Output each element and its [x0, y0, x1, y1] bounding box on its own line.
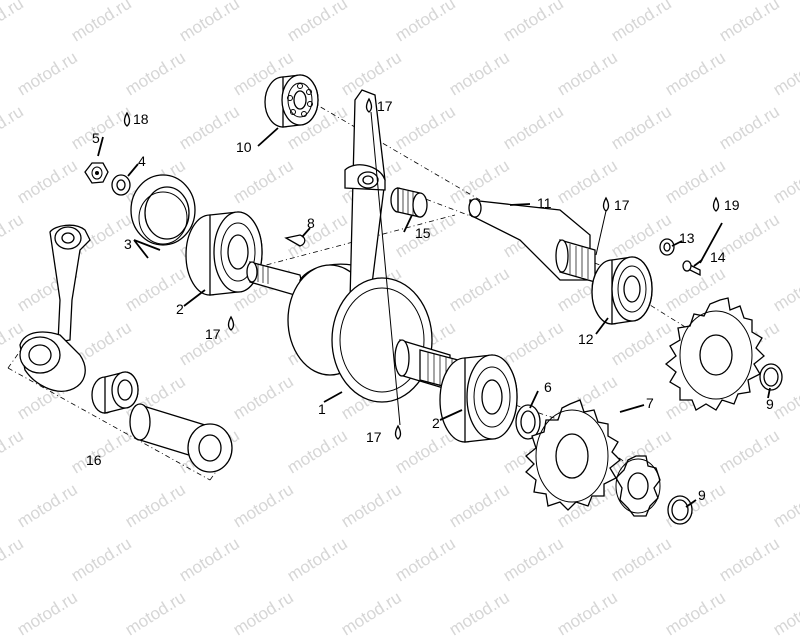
part-7-gear-center	[525, 399, 621, 511]
part-9-circlip-bottom	[667, 495, 693, 525]
part-8-key	[284, 234, 306, 247]
exploded-parts-diagram: 1 2 2 3 4 5 6 7 8 9 9 10 11 12 13 14 15 …	[7, 74, 783, 525]
callout-1: 1	[318, 401, 326, 417]
oil-drop-icon-17-bottom	[394, 424, 402, 440]
part-14-bolt	[682, 260, 701, 277]
callout-15: 15	[415, 225, 431, 241]
oil-drop-icon-19	[712, 196, 720, 212]
part-7-gear-small	[615, 455, 661, 517]
part-6-shim	[515, 404, 541, 440]
callout-9-right: 9	[766, 396, 774, 412]
callout-3: 3	[124, 236, 132, 252]
part-12-bearing	[591, 256, 653, 325]
oil-drop-icon-17-top	[365, 97, 373, 113]
part-10-bearing	[264, 74, 319, 128]
part-2-bearing-right	[439, 354, 518, 443]
callout-17-bottom: 17	[366, 429, 382, 445]
callout-2-left: 2	[176, 301, 184, 317]
part-13-washer	[659, 238, 675, 256]
part-5-nut	[84, 162, 109, 184]
callout-11: 11	[537, 195, 552, 211]
callout-12: 12	[578, 331, 594, 347]
part-15-needle-bearing	[390, 187, 428, 218]
callout-4: 4	[138, 153, 146, 169]
callout-17-left: 17	[205, 326, 221, 342]
part-16-connecting-rod-kit	[19, 224, 233, 473]
oil-drop-icon-17-left	[227, 315, 235, 331]
callout-6: 6	[544, 379, 552, 395]
callout-19: 19	[724, 197, 740, 213]
leader-lines	[97, 111, 771, 508]
callout-17-top: 17	[377, 98, 393, 114]
part-11-balance-shaft	[468, 198, 596, 283]
part-9-circlip-right	[759, 363, 783, 391]
callout-labels: 1 2 2 3 4 5 6 7 8 9 9 10 11 12 13 14 15 …	[86, 98, 774, 503]
oil-drop-icon-18	[123, 111, 131, 127]
callout-9-bottom: 9	[698, 487, 706, 503]
callout-17-right: 17	[614, 197, 630, 213]
callout-18: 18	[133, 111, 149, 127]
callout-10: 10	[236, 139, 252, 155]
callout-8: 8	[307, 215, 315, 231]
part-1-crankshaft	[246, 89, 459, 403]
part-4-washer	[111, 174, 131, 196]
part-3-seal-rings	[130, 174, 196, 246]
callout-16: 16	[86, 452, 102, 468]
callout-7: 7	[646, 395, 654, 411]
part-7-gear-large	[664, 297, 765, 411]
callout-14: 14	[710, 249, 726, 265]
callout-13: 13	[679, 230, 695, 246]
oil-drop-icon-17-right	[602, 196, 610, 212]
callout-5: 5	[92, 130, 100, 146]
callout-2-right: 2	[432, 415, 440, 431]
